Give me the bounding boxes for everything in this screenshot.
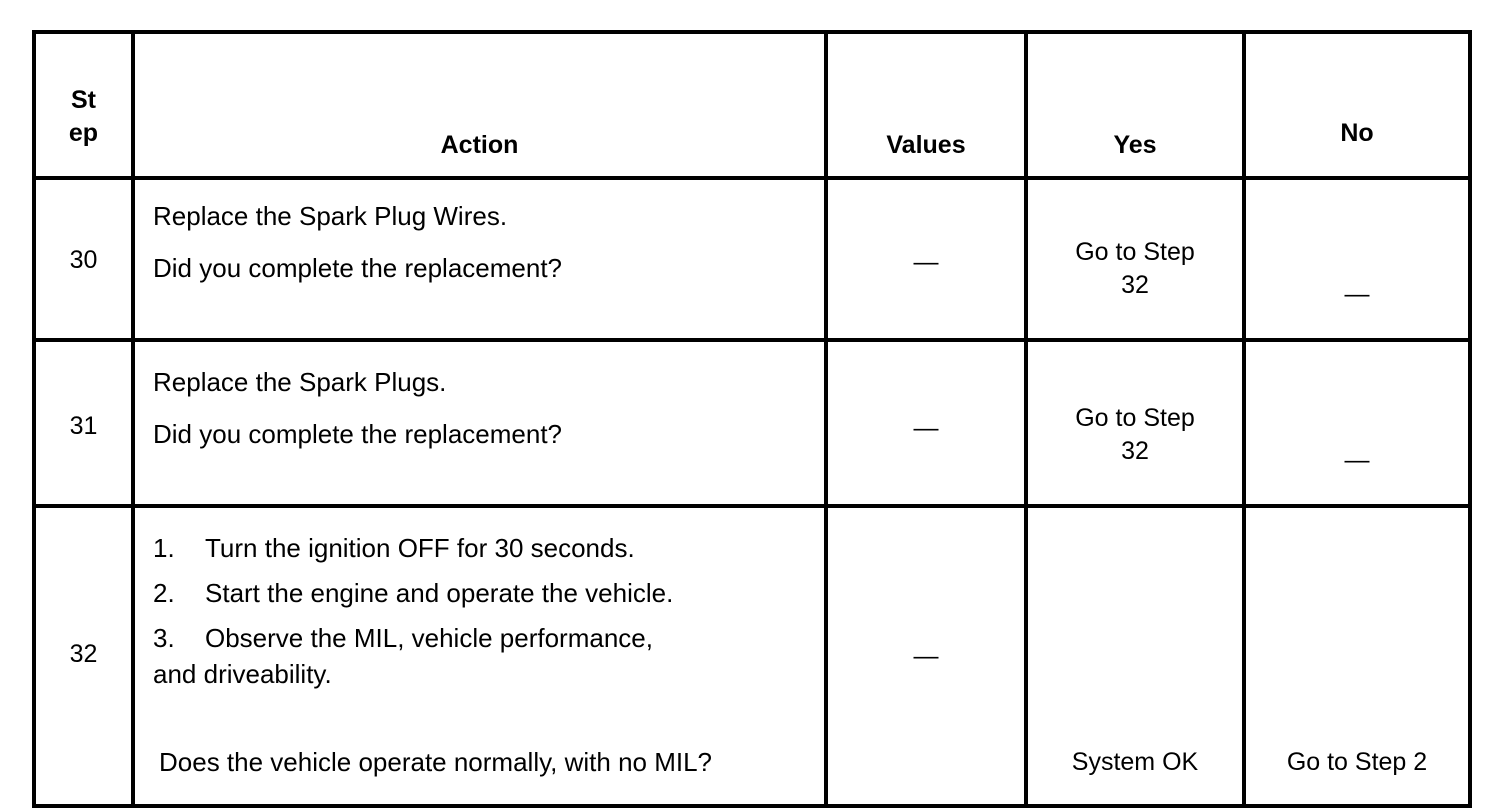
table-row: 31 Replace the Spark Plugs. Did you comp…: [32, 338, 1472, 508]
list-item-number: 3.: [153, 623, 175, 653]
no-text: Go to Step 2: [1286, 748, 1428, 776]
values-text: —: [913, 248, 939, 276]
table-row: 32 1. Turn the ignition OFF for 30 second…: [32, 504, 1472, 808]
values-cell: —: [824, 504, 1028, 808]
no-text: —: [1344, 446, 1370, 474]
action-text-line: Replace the Spark Plugs.: [153, 367, 447, 397]
step-number-cell: 31: [32, 338, 135, 508]
column-header-values-label: Values: [886, 131, 966, 159]
list-item-text: Observe the MIL, vehicle performance,: [205, 623, 653, 653]
list-item-text: Start the engine and operate the vehicle…: [205, 578, 674, 608]
column-header-step-line1: St: [71, 86, 96, 114]
table-row: 30 Replace the Spark Plug Wires. Did you…: [32, 176, 1472, 342]
column-header-step-line2: ep: [68, 119, 99, 147]
no-cell: —: [1242, 176, 1472, 342]
action-cell: Replace the Spark Plug Wires. Did you co…: [131, 176, 828, 342]
column-header-action-label: Action: [440, 131, 519, 159]
column-header-step: St ep: [32, 30, 135, 180]
step-number: 30: [69, 246, 98, 274]
values-cell: —: [824, 338, 1028, 508]
action-text-line: Replace the Spark Plug Wires.: [153, 201, 508, 231]
action-question-line: Did you complete the replacement?: [153, 253, 563, 283]
list-item-text: Turn the ignition OFF for 30 seconds.: [205, 533, 635, 563]
step-number-cell: 32: [32, 504, 135, 808]
table-header-row: St ep Action Values Yes No: [32, 30, 1472, 180]
yes-cell: Go to Step 32: [1024, 338, 1246, 508]
list-continuation-line: and driveability.: [153, 659, 332, 689]
column-header-yes: Yes: [1024, 30, 1246, 180]
list-item-number: 2.: [153, 578, 175, 608]
yes-text-line2: 32: [1121, 437, 1149, 465]
step-number: 31: [69, 412, 98, 440]
list-item: 1. Turn the ignition OFF for 30 seconds.: [153, 532, 635, 565]
column-header-no-label: No: [1340, 119, 1374, 147]
yes-text-line2: 32: [1121, 271, 1149, 299]
yes-text-line1: Go to Step: [1075, 238, 1195, 266]
action-question-line: Did you complete the replacement?: [153, 419, 563, 449]
column-header-action: Action: [131, 30, 828, 180]
column-header-yes-label: Yes: [1113, 131, 1157, 159]
step-number: 32: [69, 640, 98, 668]
no-cell: —: [1242, 338, 1472, 508]
list-item: 2. Start the engine and operate the vehic…: [153, 577, 673, 610]
column-header-values: Values: [824, 30, 1028, 180]
step-number-cell: 30: [32, 176, 135, 342]
no-text: —: [1344, 280, 1370, 308]
column-header-no: No: [1242, 30, 1472, 180]
yes-text-line1: Go to Step: [1075, 404, 1195, 432]
values-text: —: [913, 414, 939, 442]
action-question-line: Does the vehicle operate normally, with …: [159, 747, 713, 777]
yes-text: System OK: [1071, 748, 1199, 776]
diagnostic-procedure-table: St ep Action Values Yes No 30: [32, 30, 1472, 808]
list-item-number: 1.: [153, 533, 175, 563]
values-text: —: [913, 642, 939, 670]
yes-cell: Go to Step 32: [1024, 176, 1246, 342]
action-cell: 1.Turn the ignition OFF for 30 seconds. …: [131, 504, 828, 808]
list-item: 3. Observe the MIL, vehicle performance,: [153, 622, 653, 655]
values-cell: —: [824, 176, 1028, 342]
yes-cell: System OK: [1024, 504, 1246, 808]
no-cell: Go to Step 2: [1242, 504, 1472, 808]
action-cell: Replace the Spark Plugs. Did you complet…: [131, 338, 828, 508]
